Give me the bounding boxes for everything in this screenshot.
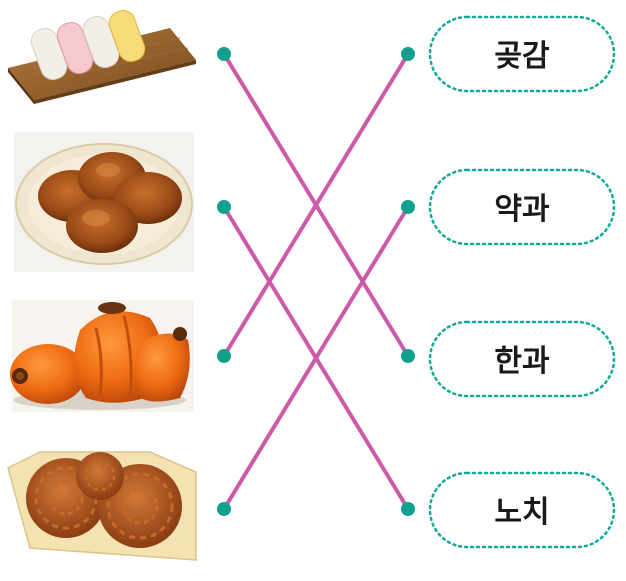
right-connector-dot-1[interactable] [401, 47, 415, 61]
left-dot-column [217, 47, 231, 516]
label-text-hangwa: 한과 [494, 344, 550, 379]
label-text-yakgwa: 약과 [494, 192, 550, 227]
right-connector-dot-2[interactable] [401, 200, 415, 214]
label-pill-gotgam[interactable]: 곶감 [428, 15, 616, 93]
label-text-nochi: 노치 [494, 495, 549, 530]
honey-cookies-icon [7, 451, 197, 561]
left-connector-dot-2[interactable] [217, 200, 231, 214]
right-connector-dot-3[interactable] [401, 349, 415, 363]
connection-lines [222, 52, 410, 511]
left-connector-dot-4[interactable] [217, 502, 231, 516]
dried-persimmons-icon [10, 300, 194, 412]
rice-cakes-icon [8, 10, 196, 104]
right-dot-column [401, 47, 415, 516]
label-pill-yakgwa[interactable]: 약과 [428, 168, 616, 246]
left-connector-dot-1[interactable] [217, 47, 231, 61]
pancakes-on-plate-icon [14, 132, 194, 272]
label-pill-nochi[interactable]: 노치 [428, 471, 616, 549]
left-connector-dot-3[interactable] [217, 349, 231, 363]
right-connector-dot-4[interactable] [401, 502, 415, 516]
label-pill-hangwa[interactable]: 한과 [428, 320, 616, 398]
connection-line-3 [222, 52, 410, 358]
label-text-gotgam: 곶감 [494, 39, 550, 74]
connection-line-4 [222, 205, 410, 511]
